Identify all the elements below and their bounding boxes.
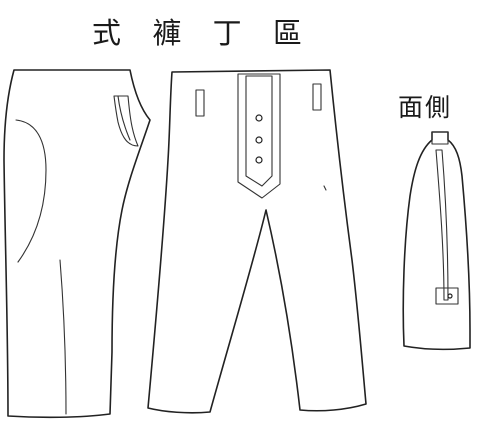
- placket-button-1: [255, 114, 263, 122]
- front-pocket-right: [312, 83, 322, 111]
- side-caption-char-1: 面: [398, 93, 424, 122]
- title-char-3: 丁: [212, 16, 242, 50]
- title-char-4: 區: [272, 16, 302, 50]
- back-view-leg-seam: [59, 259, 67, 415]
- placket-button-2: [255, 136, 263, 144]
- side-view-trousers: [402, 131, 471, 351]
- front-view-outline: [147, 69, 367, 414]
- back-view-trousers: [3, 69, 151, 419]
- title-char-1: 式: [92, 16, 122, 50]
- diagram-title: 式 褲 丁 區: [92, 10, 302, 50]
- front-pocket-left: [195, 89, 205, 117]
- side-caption-char-2: 側: [425, 93, 451, 122]
- side-view-side-panel: [435, 149, 449, 301]
- front-view-trousers: [147, 69, 367, 414]
- front-placket: [237, 73, 281, 199]
- title-char-2: 褲: [152, 16, 182, 50]
- front-view-mark: [323, 185, 327, 191]
- side-view-caption: 面 側: [398, 88, 478, 122]
- back-view-pocket-line: [117, 95, 131, 141]
- back-view-outline: [3, 69, 151, 419]
- side-view-waistband: [431, 131, 449, 145]
- side-view-cuff: [435, 287, 459, 305]
- back-view-seat-seam: [15, 119, 47, 263]
- back-view-pocket: [113, 95, 139, 147]
- side-view-outline: [402, 131, 471, 351]
- front-placket-inner: [245, 75, 273, 187]
- side-view-cuff-button: [447, 293, 453, 299]
- placket-button-3: [255, 156, 263, 164]
